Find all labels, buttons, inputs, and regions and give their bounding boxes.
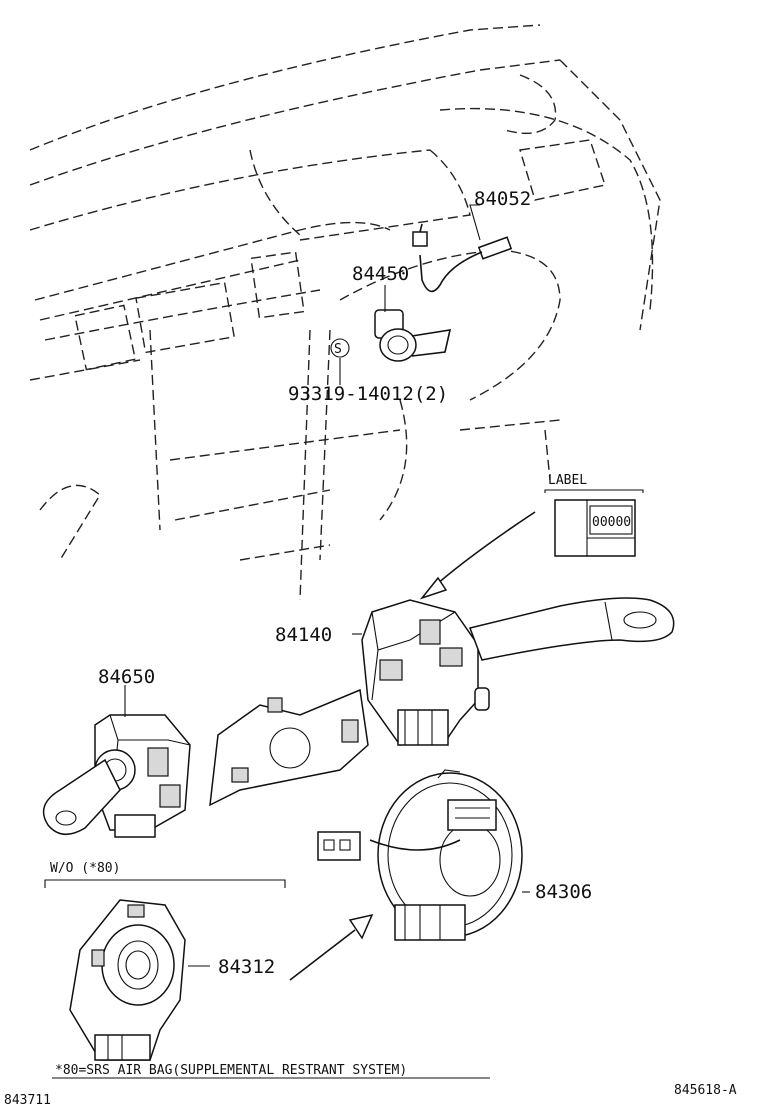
variant-note: W/O (*80) (50, 861, 120, 876)
part-number-84306: 84306 (535, 881, 592, 903)
part-number-84650: 84650 (98, 666, 155, 688)
switch-84450 (374, 309, 452, 362)
label-title: LABEL (548, 473, 587, 488)
part-number-84312: 84312 (218, 956, 275, 978)
label-box (544, 489, 644, 557)
part-number-84052: 84052 (474, 188, 531, 210)
wiper-switch-84650 (42, 714, 191, 838)
harness-84052 (412, 223, 513, 293)
label-code: 00000 (592, 515, 631, 530)
leader-84052 (469, 204, 481, 241)
switch-bracket (209, 688, 369, 807)
ref-right: 845618-A (674, 1083, 737, 1098)
ref-left: 843711 (4, 1093, 51, 1108)
cable-subassy-84312 (69, 899, 186, 1061)
screw-93319: S (330, 338, 350, 385)
screw-symbol: S (334, 342, 342, 357)
spiral-cable-84306 (317, 769, 523, 941)
assy-arrow-head (348, 913, 374, 940)
turn-signal-switch-84140 (361, 597, 675, 746)
part-number-84140: 84140 (275, 624, 332, 646)
dashboard-outline (29, 24, 661, 601)
footnote: *80=SRS AIR BAG(SUPPLEMENTAL RESTRANT SY… (55, 1063, 407, 1078)
assy-arrow (289, 929, 356, 981)
part-number-84450: 84450 (352, 263, 409, 285)
part-number-93319: 93319-14012(2) (288, 383, 448, 405)
variant-bracket (44, 879, 286, 888)
label-arrow (429, 511, 536, 591)
label-arrow-head (419, 576, 448, 600)
